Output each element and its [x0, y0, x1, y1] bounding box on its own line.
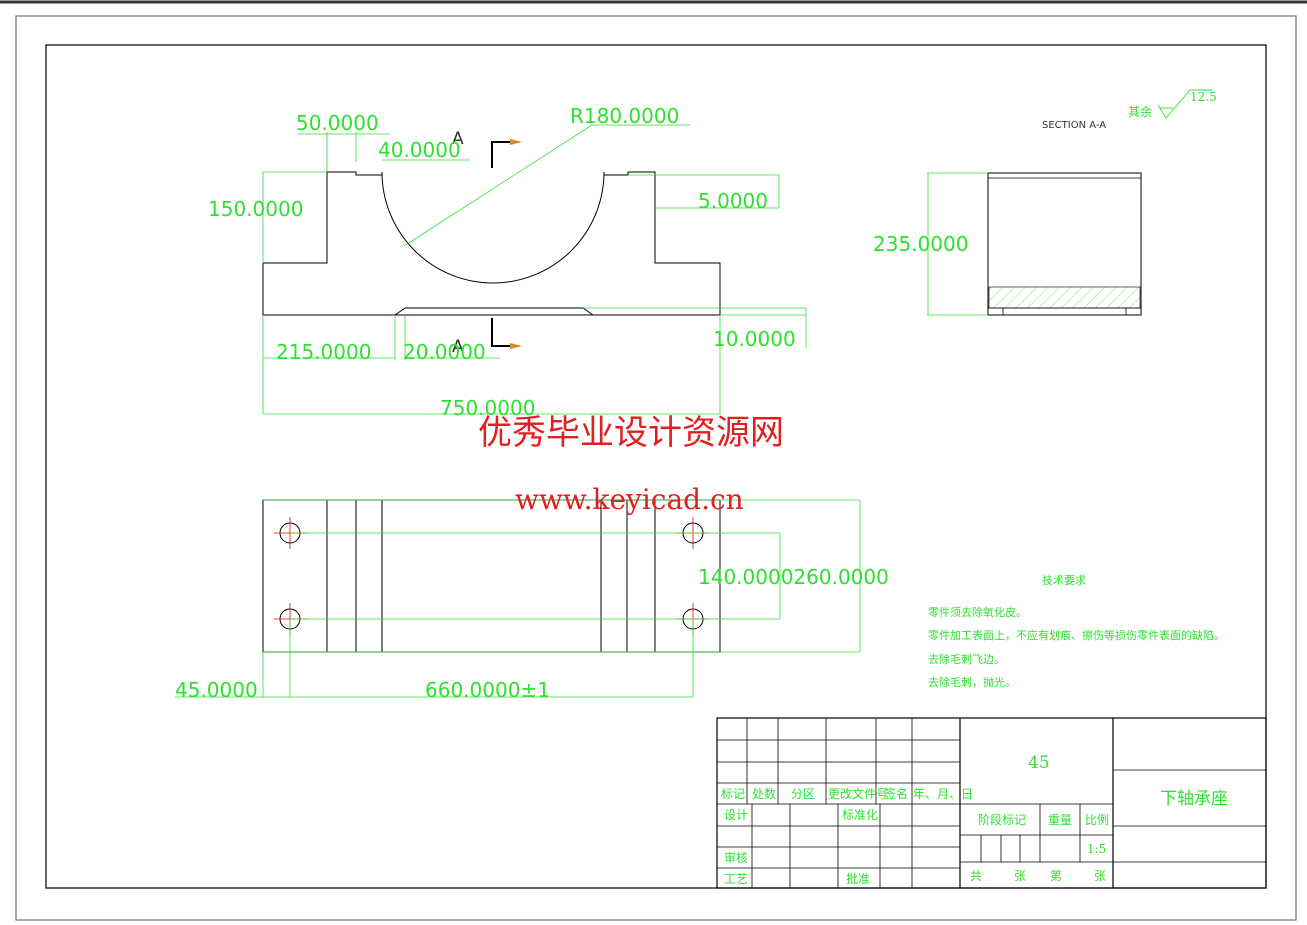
section-title: SECTION A-A — [1042, 120, 1106, 131]
dim-45: 45.0000 — [175, 678, 258, 702]
tb-sheet-no: 第 — [1050, 869, 1062, 883]
tb-part-name: 下轴承座 — [1160, 789, 1228, 809]
hole-centerlines — [274, 517, 709, 635]
tb-standardization: 标准化 — [842, 808, 878, 822]
tech-item: 零件加工表面上，不应有划痕、擦伤等损伤零件表面的缺陷。 — [928, 628, 1225, 642]
top-view — [262, 499, 721, 653]
tb-header: 年、月、日 — [913, 787, 973, 801]
dim-140-260: 140.0000260.0000 — [698, 565, 889, 589]
section-mark-bottom: A — [452, 337, 464, 357]
tb-header: 签名 — [884, 786, 908, 801]
tb-stage-mark: 阶段标记 — [978, 812, 1026, 827]
tech-item: 零件须去除氧化皮。 — [928, 605, 1027, 619]
tb-design: 设计 — [724, 808, 748, 822]
drawing-frame — [45, 44, 1267, 889]
roughness-value: 12.5 — [1190, 90, 1217, 104]
section-view: SECTION A-A 235.0000 — [873, 120, 1142, 316]
tb-sheets: 张 — [1014, 869, 1026, 883]
top-view-dimension-lines — [175, 499, 861, 698]
tb-header: 分区 — [791, 787, 815, 801]
dim-215: 215.0000 — [276, 340, 371, 364]
tb-scale-value: 1:5 — [1087, 842, 1106, 856]
tb-header: 标记 — [721, 787, 745, 801]
tb-scale-label: 比例 — [1085, 813, 1109, 827]
dim-40: 40.0000 — [378, 138, 461, 162]
tb-material: 45 — [1028, 753, 1050, 773]
tb-sheet: 张 — [1094, 869, 1106, 883]
tb-total: 共 — [970, 869, 982, 883]
roughness-symbol: 其余 12.5 — [1128, 89, 1217, 119]
roughness-label: 其余 — [1128, 104, 1152, 119]
front-view-dimension-lines — [262, 124, 807, 415]
dim-5: 5.0000 — [698, 189, 768, 213]
watermark-url: www.keyicad.cn — [515, 483, 744, 516]
tech-item: 去除毛刺，抛光。 — [928, 675, 1016, 689]
section-cut-marks: A A — [452, 129, 522, 357]
tech-requirements: 技术要求 零件须去除氧化皮。 零件加工表面上，不应有划痕、擦伤等损伤零件表面的缺… — [928, 574, 1225, 689]
dim-r180: R180.0000 — [570, 104, 679, 128]
tb-approve: 批准 — [846, 871, 870, 886]
tech-item: 去除毛刺飞边。 — [928, 652, 1005, 666]
dim-750: 750.0000 — [440, 396, 535, 420]
watermark-title: 优秀毕业设计资源网 — [478, 413, 784, 453]
section-mark-top: A — [452, 129, 464, 149]
dim-10: 10.0000 — [713, 327, 796, 351]
tb-weight: 重量 — [1048, 813, 1072, 827]
dim-20: 20.0000 — [403, 340, 486, 364]
dim-50: 50.0000 — [296, 111, 379, 135]
tb-process: 工艺 — [724, 872, 748, 886]
tech-heading: 技术要求 — [1042, 574, 1086, 587]
dim-235: 235.0000 — [873, 232, 968, 256]
section-hatch — [988, 286, 1141, 309]
tb-header: 更改文件号 — [828, 786, 888, 801]
tb-review: 审核 — [724, 850, 748, 865]
tb-header: 处数 — [752, 786, 776, 801]
title-block — [716, 717, 1267, 889]
front-view — [262, 171, 721, 316]
dim-660: 660.0000±1 — [425, 678, 550, 702]
dim-150: 150.0000 — [208, 197, 303, 221]
sheet-outer-border — [15, 15, 1297, 921]
